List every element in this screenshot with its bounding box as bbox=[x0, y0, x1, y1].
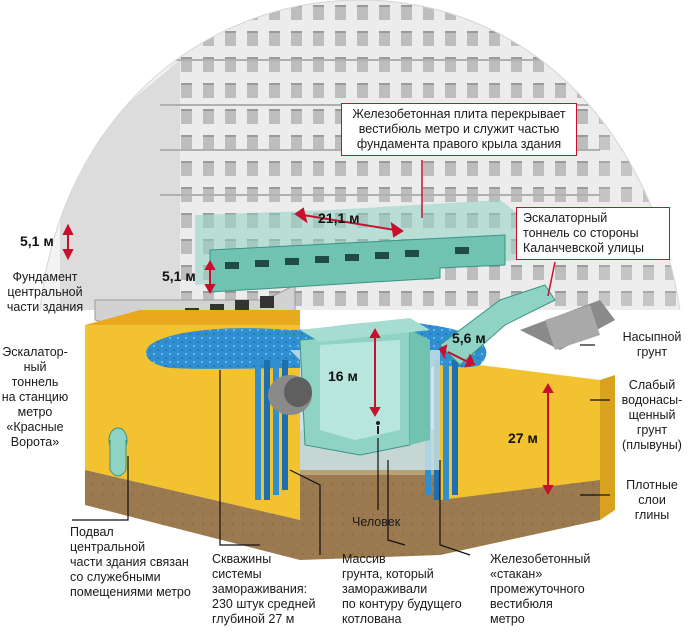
callout-escalator-right: Эскалаторный тоннель со стороны Каланчев… bbox=[516, 207, 670, 260]
ground-center bbox=[300, 470, 440, 560]
label-line: водонасы- bbox=[621, 393, 683, 407]
label-escalator-left: Эскалатор- ный тоннель на станцию метро … bbox=[0, 345, 70, 450]
label-clay: Плотные слои глины bbox=[612, 478, 692, 523]
dim-shaft-depth: 16 м bbox=[328, 368, 358, 384]
escalator-tunnel-left bbox=[108, 375, 312, 477]
dim-slab-height: 5,1 м bbox=[162, 268, 196, 284]
callout-slab-line: вестибюль метро и служит частью bbox=[358, 122, 560, 136]
callout-escalator-line: тоннель со стороны bbox=[523, 226, 639, 240]
callout-escalator-line: Каланчевской улицы bbox=[523, 241, 645, 255]
person-figure bbox=[376, 421, 380, 434]
dim-soil-depth: 27 м bbox=[508, 430, 538, 446]
label-glass: Железобетонный «стакан» промежуточного в… bbox=[490, 552, 600, 627]
callout-slab-line: фундамента правого крыла здания bbox=[356, 137, 562, 151]
label-line: части здания bbox=[6, 300, 84, 314]
label-line: «Красные bbox=[6, 420, 64, 434]
label-line: Скважины bbox=[212, 552, 272, 566]
concrete-slab bbox=[195, 200, 520, 293]
label-line: со служебными bbox=[70, 570, 161, 584]
callout-leaders bbox=[421, 160, 556, 297]
label-line: по контуру будущего bbox=[342, 597, 462, 611]
label-line: ный тоннель bbox=[11, 360, 59, 389]
label-line: щенный bbox=[628, 408, 676, 422]
label-fill-soil: Насыпной грунт bbox=[612, 330, 692, 360]
label-line: Ворота» bbox=[10, 435, 60, 449]
dim-slab-width: 21,1 м bbox=[318, 210, 360, 226]
escalator-tunnel-right bbox=[439, 284, 556, 366]
label-weak-soil: Слабый водонасы- щенный грунт (плывуны) bbox=[612, 378, 692, 453]
label-line: грунт bbox=[636, 345, 668, 359]
label-line: метро bbox=[490, 612, 525, 626]
label-line: грунт bbox=[636, 423, 668, 437]
label-frozen-ground: Массив грунта, который замораживали по к… bbox=[342, 552, 467, 627]
label-line: части здания связан bbox=[70, 555, 189, 569]
label-foundation: Фундамент центральной части здания bbox=[0, 270, 90, 315]
label-line: Насыпной bbox=[622, 330, 682, 344]
label-line: глины bbox=[634, 508, 670, 522]
callout-escalator-line: Эскалаторный bbox=[523, 211, 608, 225]
label-line: «стакан» bbox=[490, 567, 543, 581]
callout-slab: Железобетонная плита перекрывает вестибю… bbox=[341, 103, 577, 156]
label-line: Подвал bbox=[70, 525, 114, 539]
label-line: помещениями метро bbox=[70, 585, 191, 599]
dim-tunnel-gap: 5,6 м bbox=[452, 330, 486, 346]
label-line: (плывуны) bbox=[622, 438, 682, 452]
label-basement: Подвал центральной части здания связан с… bbox=[70, 525, 205, 600]
concrete-shaft bbox=[299, 318, 430, 456]
label-line: замораживания: bbox=[212, 582, 308, 596]
label-wells: Скважины системы замораживания: 230 штук… bbox=[212, 552, 332, 627]
label-line: Массив bbox=[342, 552, 386, 566]
label-line: центральной bbox=[7, 285, 83, 299]
label-line: 230 штук средней bbox=[212, 597, 316, 611]
leader-lines bbox=[72, 344, 610, 556]
label-line: центральной bbox=[70, 540, 146, 554]
label-line: на станцию bbox=[1, 390, 69, 404]
label-line: системы bbox=[212, 567, 262, 581]
ground-left bbox=[85, 310, 300, 560]
label-person: Человек bbox=[352, 515, 422, 530]
label-line: замораживали bbox=[342, 582, 428, 596]
label-line: метро bbox=[17, 405, 53, 419]
callout-slab-line: Железобетонная плита перекрывает bbox=[352, 107, 566, 121]
label-line: глубиной 27 м bbox=[212, 612, 295, 626]
label-line: Эскалатор- bbox=[2, 345, 68, 359]
label-line: промежуточного bbox=[490, 582, 585, 596]
label-line: слои bbox=[638, 493, 666, 507]
label-line: Слабый bbox=[628, 378, 676, 392]
label-line: Железобетонный bbox=[490, 552, 591, 566]
label-line: котлована bbox=[342, 612, 402, 626]
label-line: вестибюля bbox=[490, 597, 553, 611]
label-line: Плотные bbox=[626, 478, 678, 492]
label-line: Фундамент bbox=[12, 270, 78, 284]
dim-top-left-height: 5,1 м bbox=[20, 233, 54, 249]
label-line: Человек bbox=[352, 515, 401, 529]
label-line: грунта, который bbox=[342, 567, 434, 581]
ground-right bbox=[440, 300, 615, 555]
dimension-arrows bbox=[62, 207, 554, 496]
